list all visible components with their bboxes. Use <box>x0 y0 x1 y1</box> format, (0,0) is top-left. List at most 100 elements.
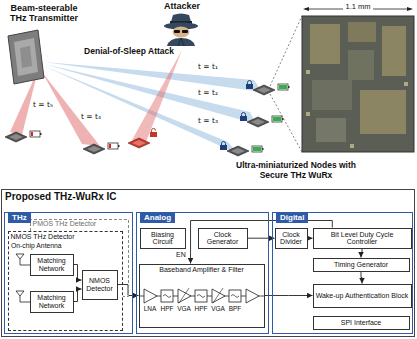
antenna-symbol <box>16 254 30 302</box>
lock-icon <box>150 132 157 137</box>
battery-icon <box>30 131 40 137</box>
signal-connector <box>248 238 275 239</box>
chip-photo <box>306 112 310 116</box>
lock-icon <box>246 84 253 89</box>
sensor-node <box>253 85 275 95</box>
text-label: t = t₁ <box>198 62 218 71</box>
label-wrap: t = t₂ <box>198 89 226 98</box>
text-label: VGA <box>211 305 225 312</box>
box-label: Clock Generator <box>201 231 245 246</box>
battery-icon <box>279 85 287 89</box>
battery-icon <box>273 117 281 121</box>
amplifier-chain <box>229 290 241 302</box>
box-label: Clock Divider <box>278 231 305 246</box>
red-beam <box>132 50 182 142</box>
battery-icon <box>278 84 290 90</box>
leader-line <box>270 16 302 86</box>
transmitter-icon <box>14 38 38 76</box>
chip-photo <box>360 90 406 134</box>
box-label: Proposed THz-WuRx IC <box>2 190 414 204</box>
sensor-node <box>9 134 23 140</box>
chip-photo <box>348 22 376 42</box>
sensor-node <box>5 85 275 156</box>
circuit-box: Timing Generator <box>313 258 410 272</box>
text-label: Attacker <box>164 1 200 11</box>
battery-icon <box>288 86 290 88</box>
label-wrap: HPF <box>192 305 210 312</box>
battery-icon <box>30 84 290 152</box>
signal-connector <box>74 289 82 302</box>
box-label: Wake-up Authentication Block <box>316 292 409 300</box>
antenna-symbol <box>16 291 24 296</box>
lock-icon <box>246 81 253 90</box>
lock-icon <box>220 142 227 151</box>
attacker-icon <box>174 30 180 33</box>
ic-block: Proposed THz-WuRx ICTHzPMOS THz Detector… <box>1 189 415 337</box>
battery-icon <box>272 116 282 122</box>
text-label: t = t₅ <box>33 100 53 109</box>
label-wrap: t = t₁ <box>198 63 226 72</box>
box-label: Matching Network <box>33 257 71 272</box>
circuit-box: NMOS Detector <box>82 270 118 300</box>
lock-icon <box>220 145 227 150</box>
signal-connector <box>361 249 362 258</box>
attacker-icon <box>167 38 195 46</box>
section-panel: AnalogBiasing Circuit Clock GeneratorBase… <box>136 212 269 334</box>
label-wrap: t = t₅ <box>33 101 57 110</box>
text-label: HPF <box>195 305 208 312</box>
box-label: Timing Generator <box>334 261 388 269</box>
label-wrap: LNA <box>141 305 159 312</box>
section-panel: THzPMOS THz DetectorNMOS THz DetectorMat… <box>4 212 133 334</box>
text-label: t = t₄ <box>81 112 101 121</box>
circuit-box: Clock Divider <box>275 228 308 249</box>
sensor-node <box>128 138 150 148</box>
text-label: HPF <box>161 305 174 312</box>
text-label: Ultra-miniaturized Nodes with Secure THz… <box>236 160 356 180</box>
amplifier-chain <box>179 288 189 303</box>
text-label: VGA <box>177 305 191 312</box>
sensor-node <box>251 119 265 125</box>
battery-icon <box>108 143 118 149</box>
chip-photo <box>306 70 310 74</box>
chip-photo <box>316 118 346 142</box>
circuit-box: Bit Level Duty Cycle Controller <box>313 228 412 249</box>
battery-icon <box>109 144 111 148</box>
battery-icon <box>252 146 264 152</box>
box-label: Matching Network <box>33 294 71 309</box>
sensor-node <box>227 146 249 156</box>
circuit-box: Matching Network <box>30 254 74 276</box>
circuit-box: Wake-up Authentication Block <box>313 284 412 308</box>
sensor-node <box>83 144 105 154</box>
sensor-node <box>87 146 101 152</box>
box-label: PMOS THz Detector <box>30 219 129 229</box>
circuit-box: Biasing Circuit <box>140 228 186 249</box>
section-tab: Analog <box>140 213 175 223</box>
box-label: Baseband Amplifier & Filter <box>140 265 264 274</box>
amplifier-chain <box>178 289 191 303</box>
battery-icon <box>272 116 284 122</box>
label-wrap: HPF <box>158 305 176 312</box>
lock-icon <box>248 81 252 85</box>
battery-icon <box>118 145 120 147</box>
amplifier-chain <box>163 295 171 298</box>
chip-photo <box>350 144 354 148</box>
amplifier-chain <box>140 288 265 303</box>
lock-icon <box>242 113 246 117</box>
antenna-symbol <box>16 254 24 259</box>
label-wrap: Ultra-miniaturized Nodes with Secure THz… <box>226 161 366 181</box>
dimension-line <box>407 7 413 11</box>
lock-icon <box>152 129 156 133</box>
light-beam <box>44 66 238 154</box>
label-wrap: t = t₃ <box>198 117 226 126</box>
circuit-box: Clock Generator <box>198 228 248 249</box>
lock-icon <box>150 129 157 138</box>
chip-photo <box>348 50 374 80</box>
amplifier-chain <box>161 290 173 302</box>
box-label: NMOS THz Detector <box>9 232 122 242</box>
circuit-box: Matching Network <box>30 291 74 313</box>
lock-icon <box>222 142 226 146</box>
light-beam <box>44 62 262 92</box>
text-label: Beam-steerable THz Transmitter <box>10 3 78 23</box>
antenna-symbol <box>20 296 30 302</box>
